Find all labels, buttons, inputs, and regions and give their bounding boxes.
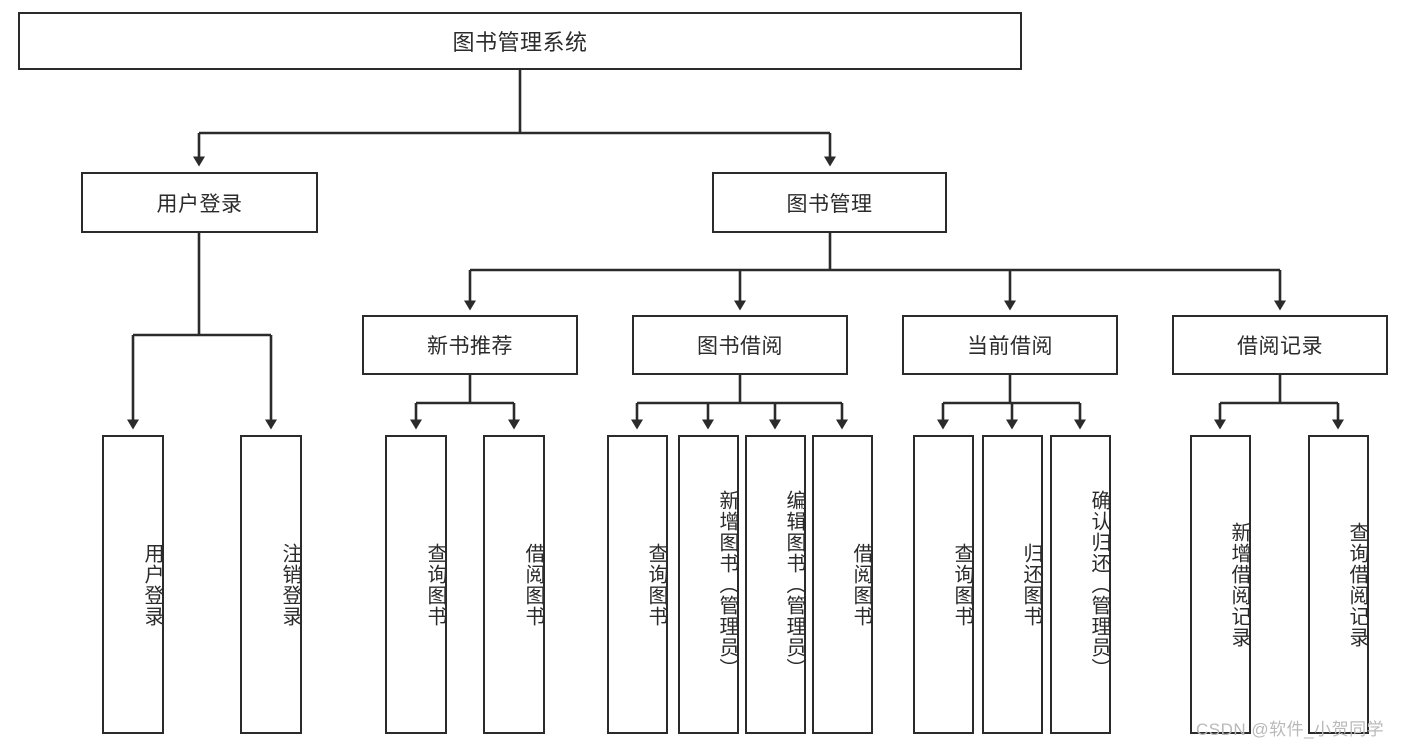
node-book-borrow[interactable]: 图书借阅 bbox=[632, 315, 848, 375]
leaf-label: 确认归还（管理员） bbox=[1088, 490, 1110, 679]
node-current-borrow[interactable]: 当前借阅 bbox=[902, 315, 1118, 375]
leaf-label: 查询图书 bbox=[951, 542, 973, 627]
node-root-book-management-system[interactable]: 图书管理系统 bbox=[18, 12, 1022, 70]
leaf-node[interactable]: 新增借阅记录 bbox=[1190, 435, 1251, 734]
leaf-node[interactable]: 注销登录 bbox=[240, 435, 302, 734]
leaf-node[interactable]: 查询图书 bbox=[913, 435, 974, 734]
csdn-watermark: CSDN @软件_小贺同学 bbox=[1196, 720, 1385, 739]
leaf-node[interactable]: 查询图书 bbox=[607, 435, 668, 734]
leaf-label: 查询借阅记录 bbox=[1346, 521, 1368, 648]
leaf-label: 用户登录 bbox=[141, 542, 163, 627]
leaf-node[interactable]: 编辑图书（管理员） bbox=[745, 435, 806, 734]
leaf-node[interactable]: 新增图书（管理员） bbox=[678, 435, 739, 734]
leaf-node[interactable]: 借阅图书 bbox=[483, 435, 545, 734]
leaf-label: 查询图书 bbox=[424, 542, 446, 627]
leaf-label: 新增借阅记录 bbox=[1228, 521, 1250, 648]
node-book-management-branch[interactable]: 图书管理 bbox=[712, 172, 947, 233]
leaf-label: 新增图书（管理员） bbox=[716, 490, 738, 679]
leaf-node[interactable]: 查询借阅记录 bbox=[1308, 435, 1369, 734]
leaf-label: 借阅图书 bbox=[522, 542, 544, 627]
leaf-label: 查询图书 bbox=[645, 542, 667, 627]
leaf-node[interactable]: 查询图书 bbox=[385, 435, 447, 734]
leaf-node[interactable]: 归还图书 bbox=[982, 435, 1043, 734]
leaf-label: 注销登录 bbox=[279, 542, 301, 627]
leaf-node[interactable]: 借阅图书 bbox=[812, 435, 873, 734]
leaf-node[interactable]: 用户登录 bbox=[102, 435, 164, 734]
leaf-label: 归还图书 bbox=[1020, 542, 1042, 627]
leaf-node[interactable]: 确认归还（管理员） bbox=[1050, 435, 1111, 734]
node-user-login-branch[interactable]: 用户登录 bbox=[81, 172, 318, 233]
leaf-label: 编辑图书（管理员） bbox=[783, 490, 805, 679]
node-new-book-recommend[interactable]: 新书推荐 bbox=[362, 315, 578, 375]
leaf-label: 借阅图书 bbox=[850, 542, 872, 627]
node-borrow-record[interactable]: 借阅记录 bbox=[1172, 315, 1388, 375]
